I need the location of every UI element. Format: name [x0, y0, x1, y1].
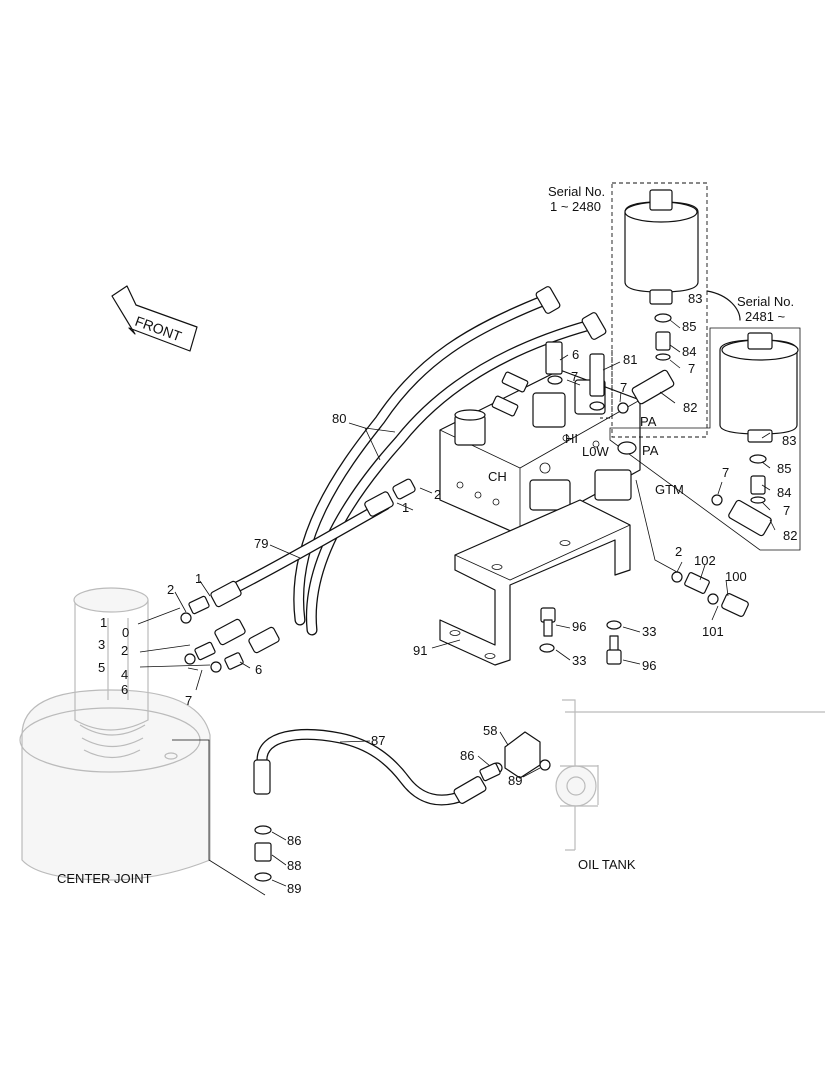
fittings-58-89 [254, 731, 551, 882]
callout-1: 1 [195, 571, 202, 586]
caption-oil-tank: OIL TANK [578, 857, 636, 872]
serial-1-line1: Serial No. [548, 184, 605, 199]
callout-7: 7 [571, 369, 578, 384]
callout-79: 79 [254, 536, 268, 551]
callout-96: 96 [572, 619, 586, 634]
serial-group-2 [609, 327, 801, 551]
callout-7: 7 [620, 380, 627, 395]
callout-33: 33 [642, 624, 656, 639]
callout-82: 82 [683, 400, 697, 415]
fittings-100-102 [635, 479, 749, 617]
caption-low: L0W [582, 444, 609, 459]
serial-text-2: Serial No. 2481 ~ [737, 294, 794, 324]
callout-numbers: 80 79 2 1 1 2 6 7 81 7 82 83 85 84 7 83 … [98, 291, 797, 896]
serial-1-line2: 1 ~ 2480 [550, 199, 601, 214]
cj-port-6: 6 [121, 682, 128, 697]
callout-101: 101 [702, 624, 724, 639]
serial-2-line2: 2481 ~ [745, 309, 786, 324]
valve-block [439, 341, 641, 536]
bolts-washers [539, 607, 622, 665]
bracket-91 [439, 499, 631, 666]
callout-7: 7 [688, 361, 695, 376]
callout-1: 1 [402, 500, 409, 515]
cj-port-4: 4 [121, 667, 128, 682]
callout-88: 88 [287, 858, 301, 873]
cj-port-2: 2 [121, 643, 128, 658]
callout-83: 83 [782, 433, 796, 448]
callout-2: 2 [675, 544, 682, 559]
hose-79 [229, 499, 391, 594]
callout-102: 102 [694, 553, 716, 568]
callout-84: 84 [777, 485, 791, 500]
serial-text-1: Serial No. 1 ~ 2480 [548, 184, 605, 214]
callout-84: 84 [682, 344, 696, 359]
cj-adapters [137, 595, 244, 673]
callout-80: 80 [332, 411, 346, 426]
serial-group-1 [600, 182, 741, 438]
callout-2: 2 [434, 487, 441, 502]
cj-port-5: 5 [98, 660, 105, 675]
callout-81: 81 [623, 352, 637, 367]
hose-fittings [210, 286, 607, 804]
callout-85: 85 [682, 319, 696, 334]
cj-port-3: 3 [98, 637, 105, 652]
caption-gtm: GTM [655, 482, 684, 497]
caption-ch: CH [488, 469, 507, 484]
center-joint-assembly [19, 587, 266, 896]
callout-7: 7 [783, 503, 790, 518]
callout-6: 6 [255, 662, 262, 677]
callout-6: 6 [572, 347, 579, 362]
callout-82: 82 [783, 528, 797, 543]
leader-lines [174, 319, 776, 887]
callout-89: 89 [287, 881, 301, 896]
callout-7: 7 [722, 465, 729, 480]
serial-2-line1: Serial No. [737, 294, 794, 309]
callout-2: 2 [167, 582, 174, 597]
callout-89: 89 [508, 773, 522, 788]
caption-hi: HI [565, 431, 578, 446]
front-arrow: FRONT [111, 285, 198, 352]
hose-87 [256, 728, 471, 806]
callout-33: 33 [572, 653, 586, 668]
callout-87: 87 [371, 733, 385, 748]
callout-58: 58 [483, 723, 497, 738]
callout-96: 96 [642, 658, 656, 673]
callout-100: 100 [725, 569, 747, 584]
callout-7: 7 [185, 693, 192, 708]
callout-86: 86 [287, 833, 301, 848]
cj-port-1: 1 [100, 615, 107, 630]
caption-center-joint: CENTER JOINT [57, 871, 152, 886]
callout-86: 86 [460, 748, 474, 763]
caption-pa-upper: PA [640, 414, 657, 429]
callout-83: 83 [688, 291, 702, 306]
caption-pa-lower: PA [642, 443, 659, 458]
callout-85: 85 [777, 461, 791, 476]
callout-91: 91 [413, 643, 427, 658]
oil-tank [555, 699, 825, 851]
cj-port-0: 0 [122, 625, 129, 640]
